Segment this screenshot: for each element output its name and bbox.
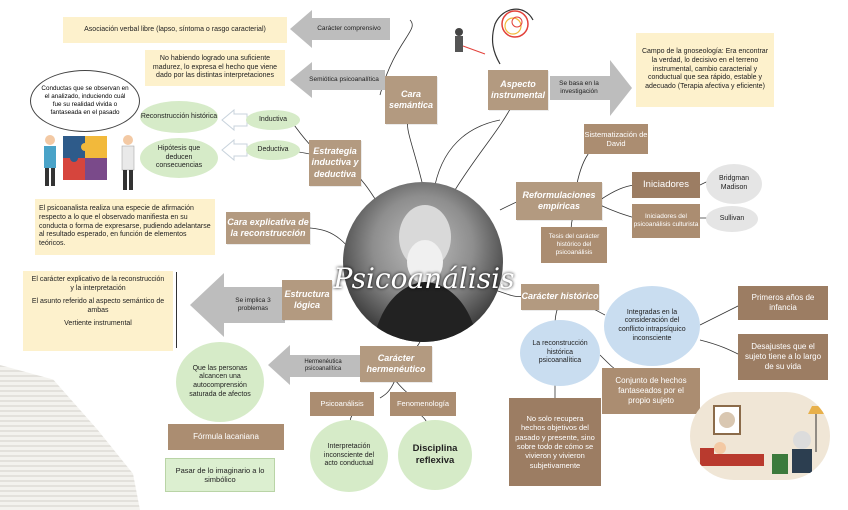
arrow-hipotesis	[221, 138, 248, 162]
arrow-label-caracter-comprensivo: Carácter comprensivo	[317, 24, 381, 32]
arrow-hermeneutica	[268, 345, 360, 385]
node-cara-explicativa: Cara explicativa de la reconstrucción	[226, 212, 310, 244]
arrow-caracter-comprensivo	[290, 10, 390, 48]
arrow-label-se-basa: Se basa en la investigación	[559, 79, 599, 95]
inductiva-oval: Inductiva	[246, 110, 300, 130]
note-pasar: Pasar de lo imaginario a lo simbólico	[165, 458, 275, 492]
node-caracter-hermeneutico: Carácter hermenéutico	[360, 346, 432, 382]
problem-item: El carácter explicativo de la reconstruc…	[31, 276, 165, 293]
note-no-habiendo: No habiendo logrado una suficiente madur…	[145, 50, 285, 86]
node-fenomenologia: Fenomenología	[390, 392, 456, 416]
circle-sullivan: Sullivan	[706, 206, 758, 232]
node-conjunto-hechos: Conjunto de hechos fantaseados por el pr…	[602, 368, 700, 414]
therapy-scene	[700, 405, 824, 474]
circle-integradas: Integradas en la consideración del confl…	[604, 286, 700, 366]
circle-personas: Que las personas alcancen una autocompre…	[176, 342, 264, 422]
node-iniciadores-culturista: Iniciadores del psicoanálisis culturista	[632, 204, 700, 238]
note-psicoanalista: El psicoanalista realiza una especie de …	[35, 199, 215, 255]
freud-portrait	[343, 182, 503, 342]
node-desajustes: Desajustes que el sujeto tiene a lo larg…	[738, 334, 828, 380]
circle-la-reconstruccion: La reconstrucción histórica psicoanalíti…	[520, 320, 600, 386]
node-reformulaciones: Reformulaciones empíricas	[516, 182, 602, 220]
node-iniciadores: Iniciadores	[632, 172, 700, 198]
note-asociacion: Asociación verbal libre (lapso, síntoma …	[63, 17, 287, 43]
circle-interpretacion: Interpretación inconsciente del acto con…	[310, 420, 388, 492]
note-problems: El carácter explicativo de la reconstruc…	[23, 271, 173, 351]
node-estrategia: Estrategia inductiva y deductiva	[309, 140, 361, 186]
circle-bridgman: Bridgman Madison	[706, 164, 762, 204]
node-caracter-historico: Carácter histórico	[521, 284, 599, 310]
node-sistematizacion: Sistematización de David	[584, 124, 648, 154]
node-formula-lacaniana: Fórmula lacaniana	[168, 424, 284, 450]
circle-disciplina: Disciplina reflexiva	[398, 420, 472, 490]
bracket	[176, 272, 179, 348]
arrow-label-semiotica: Semiótica psicoanalítica	[309, 75, 379, 83]
puzzle-people-illustration	[44, 135, 135, 190]
deductiva-oval: Deductiva	[246, 140, 300, 160]
center-title: Psicoanálisis	[333, 261, 515, 295]
thought-bubble: Conductas que se observan en el analizad…	[30, 70, 140, 132]
arrow-label-hermeneutica: Hermenéutica psicoanalítica	[304, 358, 342, 373]
arrow-label-se-implica: Se implica 3 problemas	[235, 296, 271, 312]
problem-item: Vertiente instrumental	[64, 320, 132, 328]
node-no-solo: No solo recupera hechos objetivos del pa…	[509, 398, 601, 486]
arrow-se-implica	[190, 273, 285, 337]
therapy-illustration	[690, 392, 830, 480]
circle-reconstruccion: Reconstrucción histórica	[140, 101, 218, 133]
arrow-reconstruccion	[221, 108, 248, 132]
arrow-semiotica	[290, 62, 385, 98]
node-aspecto-instrumental: Aspecto instrumental	[488, 70, 548, 110]
node-estructura-logica: Estructura lógica	[282, 280, 332, 320]
node-cara-semantica: Cara semántica	[385, 76, 437, 124]
arrow-se-basa	[550, 60, 632, 116]
problem-item: El asunto referido al aspecto semántico …	[31, 298, 165, 315]
note-campo-gnoseologia: Campo de la gnoseología: Era encontrar l…	[636, 33, 774, 107]
node-psicoanalisis-small: Psicoanálisis	[310, 392, 374, 416]
node-primeros-anos: Primeros años de infancia	[738, 286, 828, 320]
portrait-figure	[373, 205, 478, 342]
circle-hipotesis: Hipótesis que deducen consecuencias	[140, 138, 218, 178]
head-brain-illustration	[455, 8, 534, 65]
node-tesis: Tesis del carácter histórico del psicoan…	[541, 227, 607, 263]
